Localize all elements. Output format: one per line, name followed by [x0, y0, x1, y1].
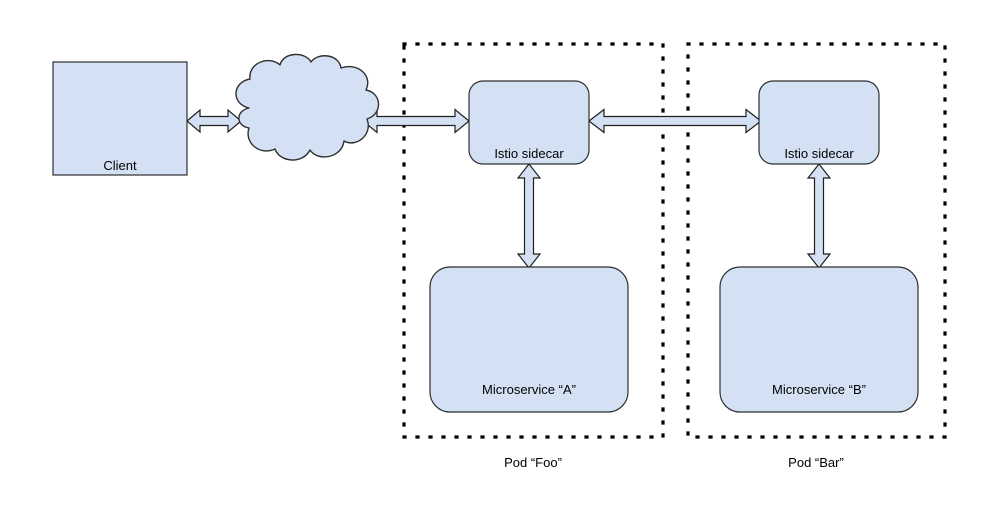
- sidecar-a-box: [468, 80, 590, 165]
- sidecar-b-label: Istio sidecar: [784, 146, 854, 161]
- node-client[interactable]: Client: [52, 61, 188, 176]
- microservice-a-label: Microservice “A”: [482, 382, 576, 397]
- microservice-b-label: Microservice “B”: [772, 382, 866, 397]
- client-label: Client: [103, 158, 137, 173]
- connector-sidecar-a-to-microservice-a[interactable]: [516, 163, 542, 269]
- pod-group-bar[interactable]: Pod “Bar”: [686, 42, 947, 470]
- pod-foo-border: [402, 42, 665, 439]
- connector-cloud-to-sidecar-a[interactable]: [362, 108, 470, 134]
- node-microservice-a[interactable]: Microservice “A”: [429, 266, 629, 413]
- connector-client-to-cloud[interactable]: [186, 108, 242, 134]
- cloud-icon: [235, 53, 380, 161]
- client-box: [52, 61, 188, 176]
- node-sidecar-b[interactable]: Istio sidecar: [758, 80, 880, 165]
- pod-group-foo[interactable]: Pod “Foo”: [402, 42, 665, 470]
- sidecar-b-box: [758, 80, 880, 165]
- node-network-cloud[interactable]: [235, 53, 380, 161]
- microservice-b-box: [719, 266, 919, 413]
- connector-sidecar-b-to-microservice-b[interactable]: [806, 163, 832, 269]
- node-microservice-b[interactable]: Microservice “B”: [719, 266, 919, 413]
- sidecar-a-label: Istio sidecar: [494, 146, 564, 161]
- pod-bar-border: [686, 42, 947, 439]
- microservice-a-box: [429, 266, 629, 413]
- node-sidecar-a[interactable]: Istio sidecar: [468, 80, 590, 165]
- pod-foo-label: Pod “Foo”: [504, 455, 562, 470]
- pod-bar-label: Pod “Bar”: [788, 455, 844, 470]
- connector-sidecar-a-to-sidecar-b[interactable]: [588, 108, 762, 134]
